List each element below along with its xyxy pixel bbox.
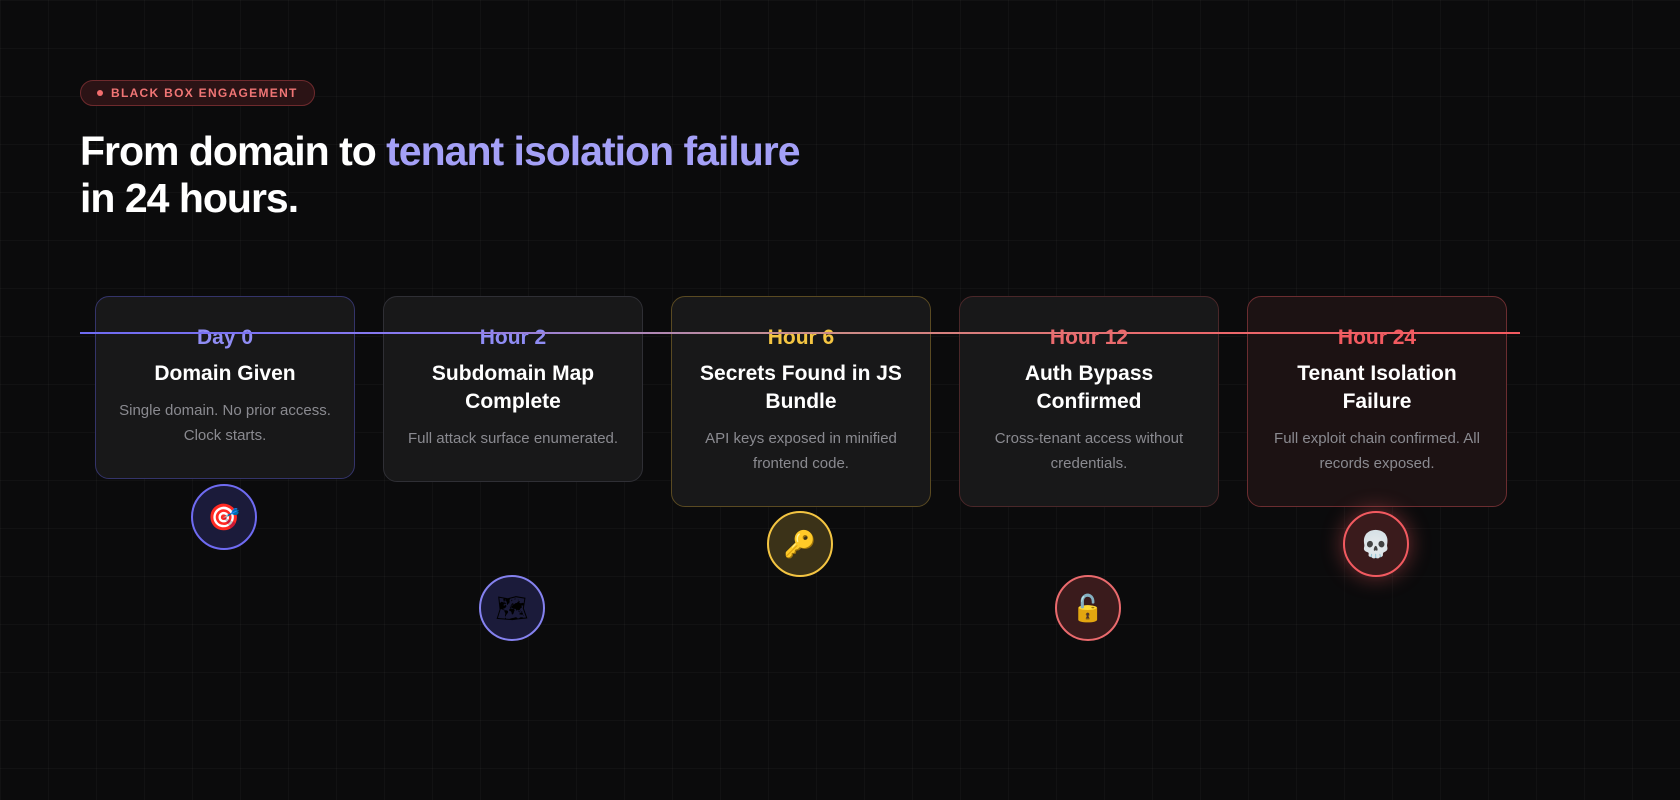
card-title: Domain Given [154,362,296,385]
card-description: Single domain. No prior access. Clock st… [119,402,331,444]
card-title: Tenant Isolation Failure [1297,362,1457,413]
card-time: Day 0 [196,326,254,349]
title-part-2: in 24 hours. [80,175,299,221]
status-dot-icon [97,90,103,96]
skull-icon: 💀 [1343,511,1409,577]
badge-label: BLACK BOX ENGAGEMENT [111,86,298,100]
timeline-line [80,332,1520,334]
target-icon: 🎯 [191,484,257,550]
card-description: Full exploit chain confirmed. All record… [1274,430,1480,472]
card-time: Hour 6 [767,326,835,349]
engagement-badge: BLACK BOX ENGAGEMENT [80,80,315,106]
card-title: Subdomain Map Complete [431,362,595,413]
timeline-card-day-0: Day 0 Domain Given Single domain. No pri… [95,296,355,479]
card-description: API keys exposed in minified frontend co… [705,430,897,472]
title-part-1: From domain to [80,128,387,174]
card-title: Auth Bypass Confirmed [1024,362,1154,413]
card-time: Hour 12 [1049,326,1129,349]
unlocked-lock-icon: 🔓 [1055,575,1121,641]
card-time: Hour 24 [1337,326,1417,349]
page-title: From domain to tenant isolation failure i… [80,128,801,222]
timeline-card-hour-24: Hour 24 Tenant Isolation Failure Full ex… [1247,296,1507,507]
title-accent: tenant isolation failure [386,128,800,174]
timeline-card-hour-12: Hour 12 Auth Bypass Confirmed Cross-tena… [959,296,1219,507]
timeline-card-hour-2: Hour 2 Subdomain Map Complete Full attac… [383,296,643,482]
card-description: Full attack surface enumerated. [407,430,619,447]
card-description: Cross-tenant access without credentials. [994,430,1184,472]
key-icon: 🔑 [767,511,833,577]
card-title: Secrets Found in JS Bundle [700,362,902,413]
timeline-card-hour-6: Hour 6 Secrets Found in JS Bundle API ke… [671,296,931,507]
card-time: Hour 2 [479,326,547,349]
map-icon: 🗺 [479,575,545,641]
